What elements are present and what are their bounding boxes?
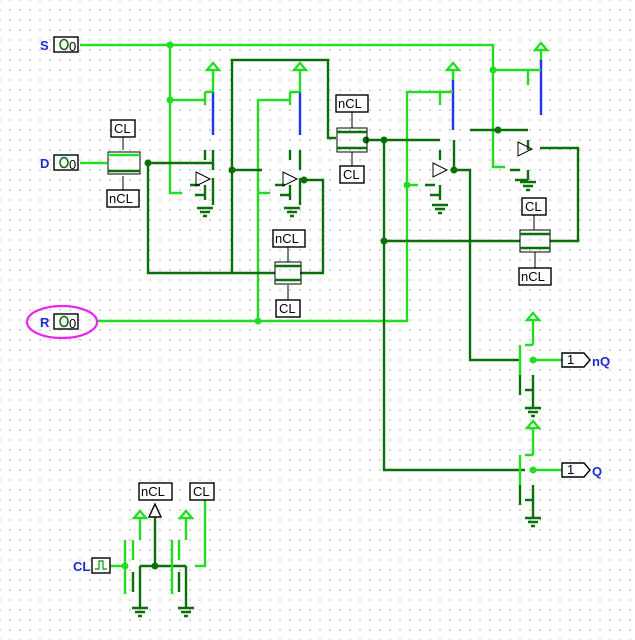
tunnel-cl-latch1: CL bbox=[275, 285, 301, 318]
clock-icon bbox=[95, 560, 107, 570]
svg-text:0: 0 bbox=[69, 39, 76, 54]
svg-text:CL: CL bbox=[525, 199, 542, 214]
svg-text:nCL: nCL bbox=[338, 96, 362, 111]
nand-stack-4 bbox=[510, 50, 543, 182]
tunnel-ncl-bottom: nCL bbox=[138, 482, 173, 518]
svg-text:CL: CL bbox=[193, 484, 210, 499]
svg-text:CL: CL bbox=[279, 301, 296, 316]
input-r[interactable]: R 0 bbox=[25, 304, 99, 340]
ground-symbols bbox=[132, 180, 541, 618]
svg-text:nQ: nQ bbox=[592, 354, 610, 369]
tunnel-cl-bottom: CL bbox=[189, 482, 215, 501]
tunnel-ncl-mid: nCL bbox=[335, 94, 369, 128]
tunnel-ncl-latch2: nCL bbox=[518, 252, 552, 286]
svg-text:D: D bbox=[40, 156, 49, 171]
tunnel-cl-latch2: CL bbox=[521, 197, 547, 230]
transmission-gate-latch1[interactable] bbox=[274, 261, 302, 285]
output-nq: 1 nQ bbox=[561, 352, 610, 369]
svg-text:CL: CL bbox=[73, 559, 90, 574]
nand-stack-3 bbox=[425, 70, 455, 200]
output-q: 1 Q bbox=[561, 462, 602, 479]
svg-text:R: R bbox=[40, 315, 50, 330]
svg-text:CL: CL bbox=[343, 167, 360, 182]
svg-text:Q: Q bbox=[592, 464, 602, 479]
svg-text:S: S bbox=[40, 38, 49, 53]
svg-text:1: 1 bbox=[567, 352, 574, 367]
svg-text:nCL: nCL bbox=[275, 231, 299, 246]
tunnel-ncl-d: nCL bbox=[106, 176, 140, 208]
tunnel-cl-top: CL bbox=[110, 119, 136, 150]
svg-text:0: 0 bbox=[69, 157, 76, 172]
nand-stack-2 bbox=[275, 70, 302, 200]
tunnel-cl-mid: CL bbox=[339, 152, 365, 184]
transmission-gate-latch2[interactable] bbox=[519, 229, 551, 253]
svg-text:CL: CL bbox=[114, 121, 131, 136]
transmission-gate-d[interactable] bbox=[107, 151, 141, 175]
cl-inverter-pair bbox=[131, 540, 181, 592]
tunnel-ncl-latch1: nCL bbox=[272, 229, 306, 262]
selection-highlight bbox=[25, 304, 99, 340]
svg-text:nCL: nCL bbox=[521, 269, 545, 284]
nand-stack-1 bbox=[190, 70, 215, 200]
output-driver-q bbox=[518, 453, 533, 505]
input-s[interactable]: S 0 bbox=[40, 36, 79, 54]
svg-text:1: 1 bbox=[567, 462, 574, 477]
output-driver-nq bbox=[518, 343, 533, 395]
vcc-symbols bbox=[131, 41, 550, 520]
input-d[interactable]: D 0 bbox=[40, 154, 79, 172]
svg-text:nCL: nCL bbox=[141, 484, 165, 499]
input-cl-clock[interactable]: CL bbox=[73, 557, 111, 574]
svg-text:0: 0 bbox=[69, 316, 76, 331]
wire-junctions bbox=[121, 41, 537, 570]
svg-text:nCL: nCL bbox=[109, 191, 133, 206]
wires bbox=[80, 43, 580, 594]
